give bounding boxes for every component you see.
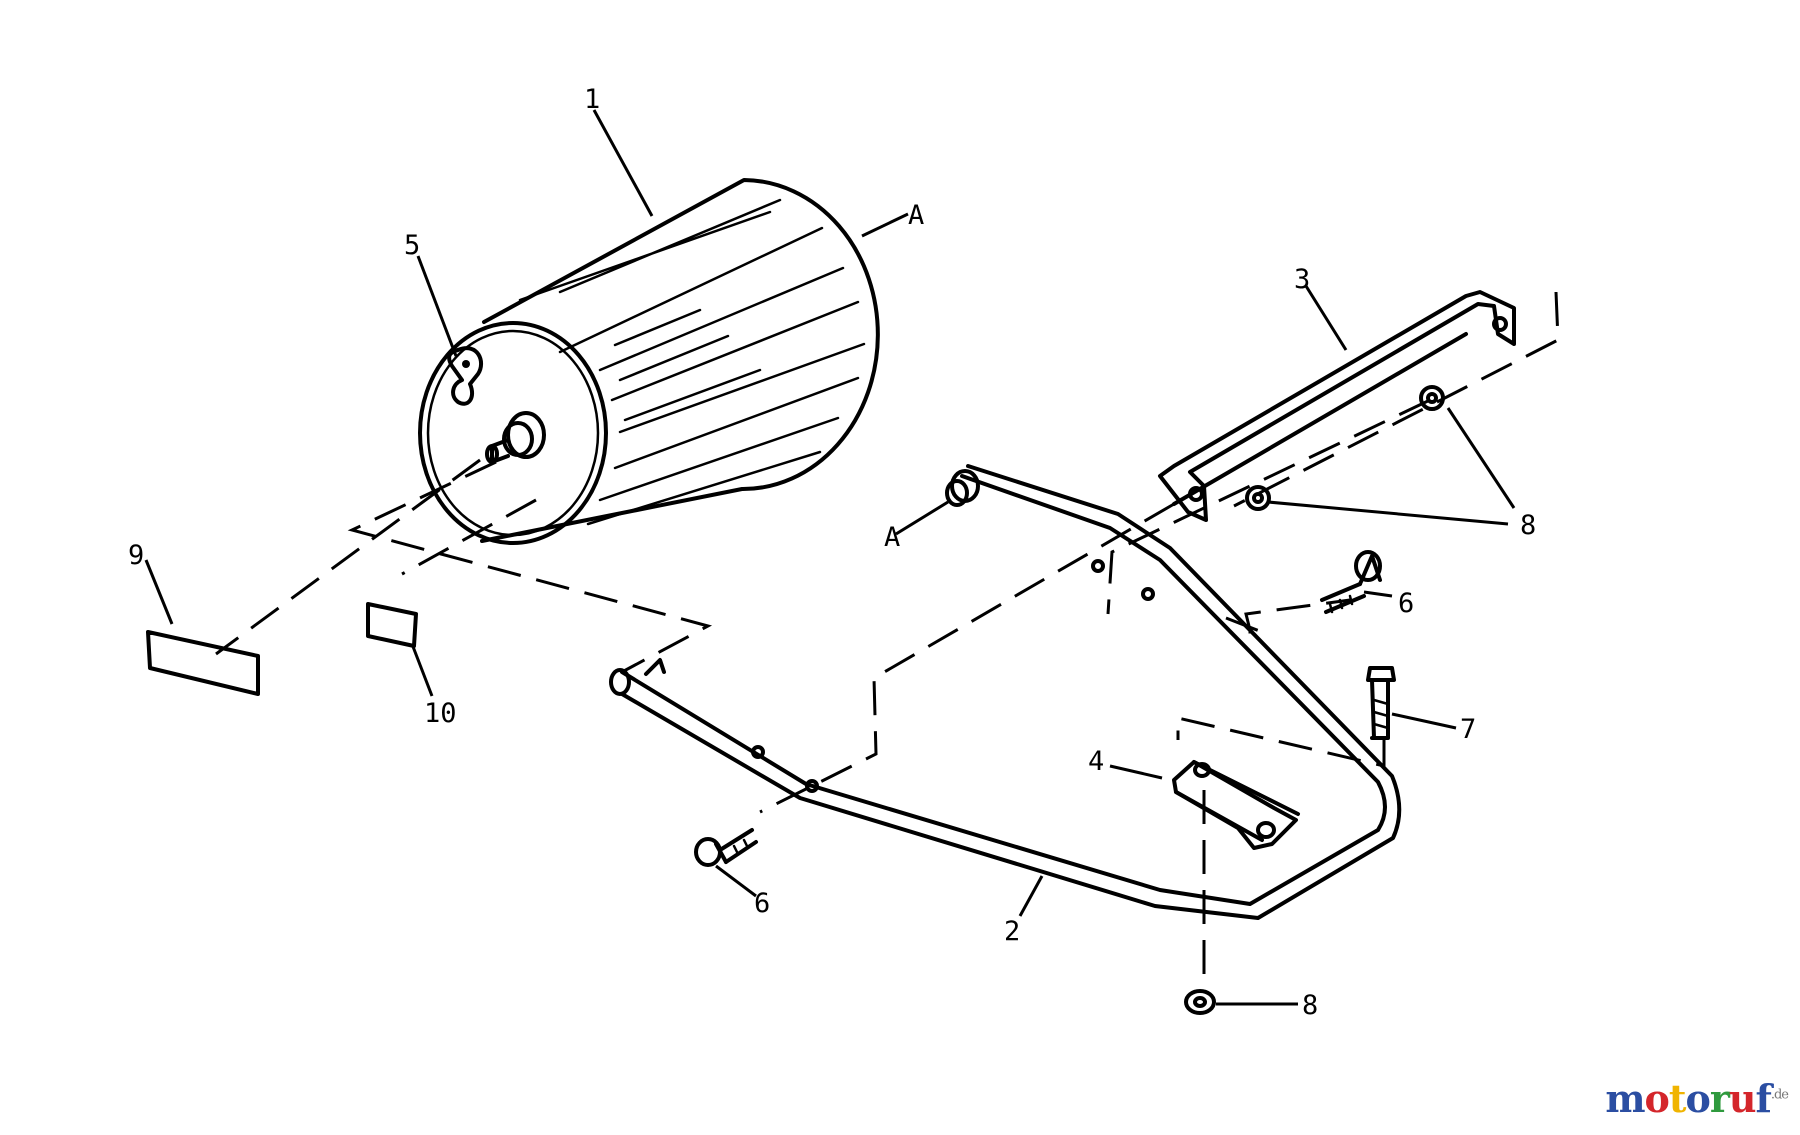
callout-6-left: 6 <box>754 888 770 919</box>
axle-stub <box>485 411 546 464</box>
callout-8-bottom: 8 <box>1302 990 1318 1021</box>
leader-lines <box>144 109 1516 1006</box>
support-plate <box>1172 760 1300 850</box>
fill-plug <box>447 346 484 406</box>
callout-9: 9 <box>128 540 144 571</box>
handle-frame <box>609 464 1402 920</box>
callout-1: 1 <box>584 84 600 115</box>
callout-8-top: 8 <box>1520 510 1536 541</box>
callout-A-mid: A <box>884 522 900 553</box>
watermark-logo: motoruf.de <box>1605 1076 1789 1121</box>
callout-7: 7 <box>1460 714 1476 745</box>
callout-4: 4 <box>1088 746 1104 777</box>
assembly-lines <box>215 291 1560 990</box>
callout-5: 5 <box>404 230 420 261</box>
decal-10 <box>366 602 418 648</box>
callout-10: 10 <box>424 698 457 729</box>
hardware <box>694 385 1445 1015</box>
callout-A-top: A <box>908 200 924 231</box>
callout-labels: 1 5 A 3 8 6 A 9 10 7 4 6 2 8 <box>128 84 1536 1021</box>
callout-6-right: 6 <box>1398 588 1414 619</box>
callout-3: 3 <box>1294 264 1310 295</box>
mounting-bracket <box>1158 290 1516 522</box>
callout-2: 2 <box>1004 916 1020 947</box>
roller-drum <box>418 178 880 545</box>
decal-9 <box>146 630 260 696</box>
